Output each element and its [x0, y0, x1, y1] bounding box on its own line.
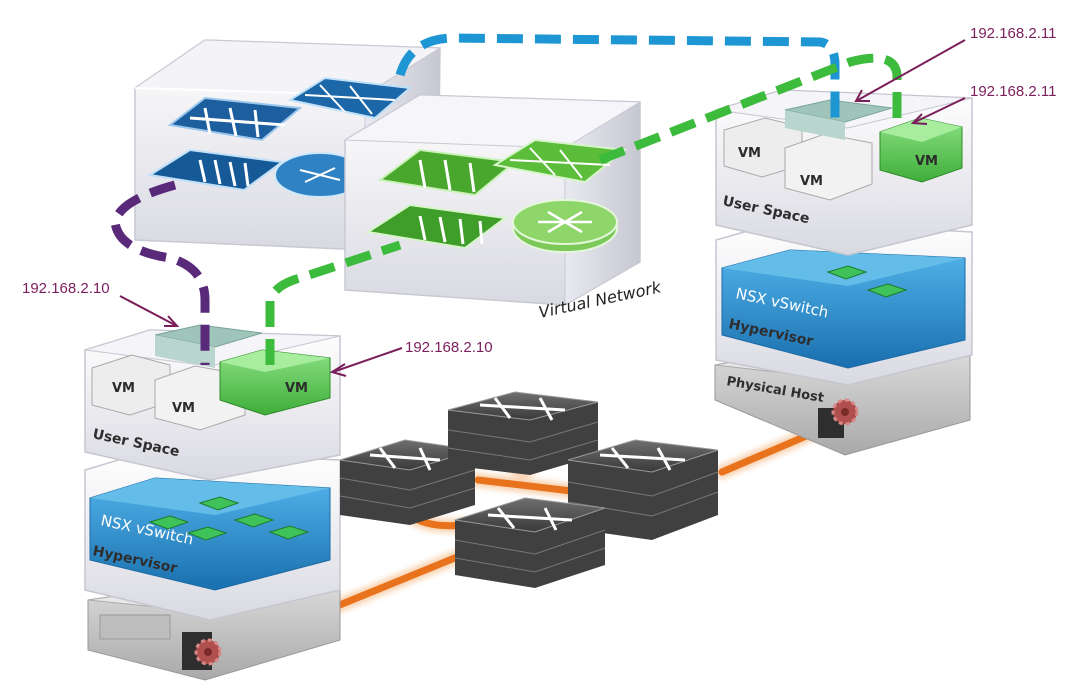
- svg-text:VM: VM: [800, 174, 823, 189]
- left-host: NSX vSwitch Hypervisor User Space VM VM …: [84, 324, 341, 681]
- switch-icon: [454, 497, 606, 588]
- svg-text:VM: VM: [738, 146, 761, 161]
- physical-switches: [339, 391, 719, 588]
- right-vm-green: VM: [879, 117, 963, 183]
- purple-tunnel: [110, 180, 210, 365]
- green-tunnel-right: [598, 53, 902, 165]
- green-tunnel-left: [265, 240, 402, 365]
- switch-icon: [447, 391, 599, 475]
- virtual-network-box-green: Virtual Network: [343, 94, 663, 322]
- left-vswitch-ports: [148, 496, 310, 541]
- left-vm-1: VM: [91, 354, 171, 416]
- switch-icon: [365, 203, 508, 250]
- right-vm-2: VM: [784, 133, 873, 201]
- ip-label-left-vm: 192.168.2.10: [405, 339, 493, 356]
- svg-text:VM: VM: [915, 154, 938, 169]
- load-balancer-icon: [492, 138, 628, 184]
- switch-icon: [339, 439, 476, 525]
- ip-label-left-top: 192.168.2.10: [22, 280, 110, 297]
- router-icon: [512, 199, 618, 253]
- overlay-tunnels: [110, 33, 902, 365]
- svg-text:VM: VM: [112, 381, 135, 396]
- right-vswitch-ports: [826, 265, 908, 298]
- ip-label-right-top: 192.168.2.11: [970, 25, 1056, 42]
- load-balancer-icon: [287, 76, 413, 120]
- firewall-icon: [167, 96, 303, 142]
- svg-text:VM: VM: [172, 401, 195, 416]
- gear-icon: [194, 638, 222, 666]
- ip-annotations: 192.168.2.10 192.168.2.10 192.168.2.11 1…: [22, 25, 1056, 377]
- left-vm-green: VM: [219, 349, 331, 416]
- blue-tunnel: [395, 33, 840, 125]
- svg-text:VM: VM: [285, 381, 308, 396]
- gear-icon: [831, 398, 859, 426]
- ip-label-right-vm: 192.168.2.11: [970, 83, 1056, 100]
- right-host: Physical Host NSX vSwitch Hypervisor Use…: [714, 89, 973, 456]
